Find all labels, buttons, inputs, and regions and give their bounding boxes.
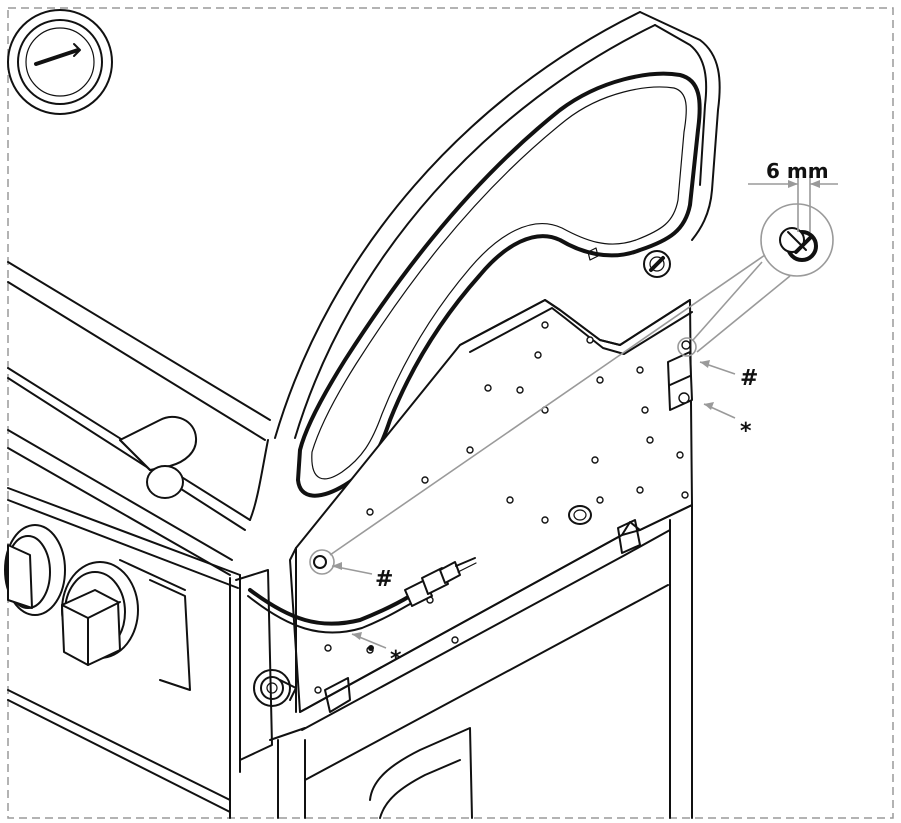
control-knob-left: [4, 524, 66, 616]
temperature-gauge-icon: [7, 9, 113, 115]
star-callout-left: *: [390, 647, 402, 672]
grill-front-hood: [7, 261, 271, 576]
dimension-marker: [748, 175, 838, 232]
screw-detail-icon: [779, 227, 818, 262]
control-panel: [7, 487, 273, 819]
control-knob-right: [61, 561, 139, 666]
igniter-wire: [247, 557, 477, 634]
side-panel: [289, 299, 693, 713]
hash-callout-left: #: [375, 567, 393, 592]
dashed-frame: [7, 7, 894, 819]
gas-fitting: [253, 669, 297, 707]
star-callout-right: *: [740, 419, 752, 444]
lid-handle: [119, 415, 198, 499]
cart-frame: [269, 504, 693, 819]
detail-leaders: [309, 203, 834, 575]
callout-arrows: [331, 360, 736, 651]
hash-callout-right: #: [740, 366, 758, 391]
dimension-label: 6 mm: [766, 159, 829, 183]
grill-lid: [274, 11, 721, 498]
